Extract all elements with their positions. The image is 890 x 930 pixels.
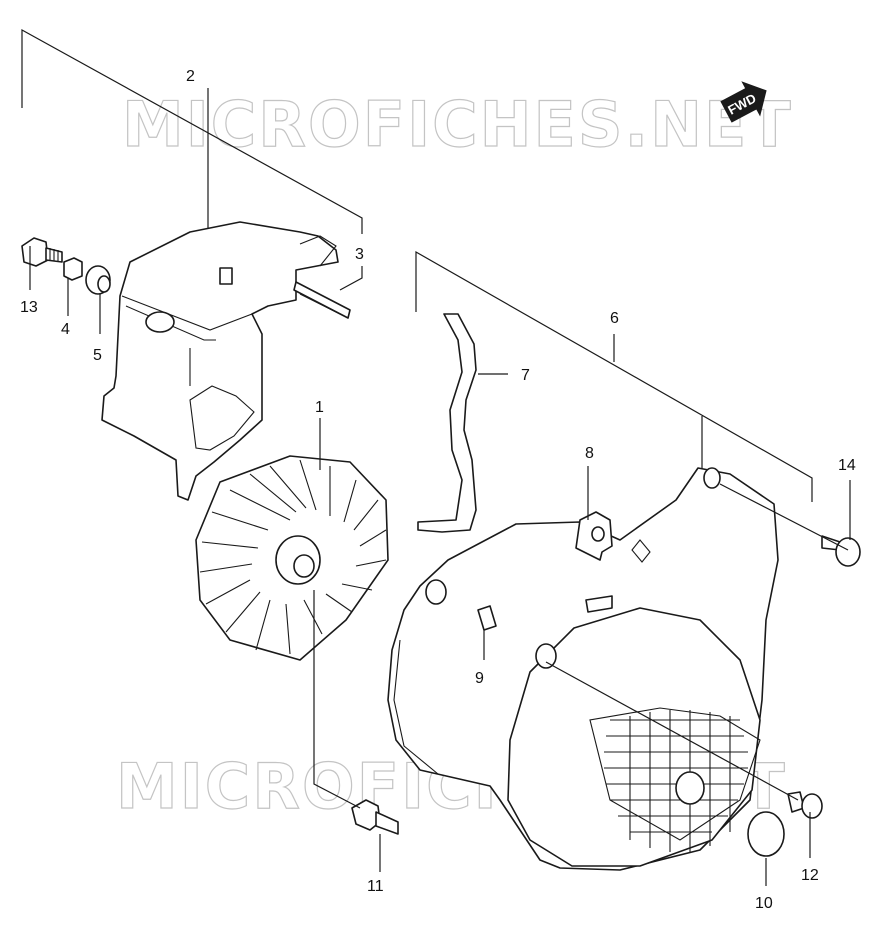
grommet-part-5 <box>85 265 111 295</box>
fan-housing-part <box>387 467 779 871</box>
leader-lines <box>29 246 851 886</box>
callout-10: 10 <box>755 895 773 912</box>
cooling-fan-part <box>195 455 389 661</box>
gasket-strip-part <box>417 313 477 533</box>
callout-8: 8 <box>585 445 594 462</box>
callout-14: 14 <box>838 457 856 474</box>
callout-5: 5 <box>93 347 102 364</box>
plug-cap-part-10 <box>747 811 785 857</box>
callout-6: 6 <box>610 310 619 327</box>
callout-11: 11 <box>367 878 384 895</box>
bracket-lines-group-2 <box>21 28 363 291</box>
bushing-part-9 <box>477 605 497 631</box>
bolt-part-13 <box>21 237 63 267</box>
bolt-part-12 <box>787 791 823 819</box>
seal-strip-part <box>293 281 351 319</box>
callout-7: 7 <box>521 367 530 384</box>
callout-9: 9 <box>475 670 484 687</box>
watermark-top: MICROFICHES.NET <box>122 88 793 161</box>
shroud-cover-part <box>101 221 339 501</box>
callout-12: 12 <box>801 867 819 884</box>
collar-part-4 <box>63 257 83 281</box>
callout-4: 4 <box>61 321 70 338</box>
callout-2: 2 <box>186 68 195 85</box>
screw-part-14 <box>821 535 861 567</box>
bracket-lines-group-6 <box>415 250 813 502</box>
callout-3: 3 <box>355 246 364 263</box>
callout-13: 13 <box>20 299 38 316</box>
bracket-part-8 <box>575 511 613 561</box>
callout-1: 1 <box>315 399 324 416</box>
